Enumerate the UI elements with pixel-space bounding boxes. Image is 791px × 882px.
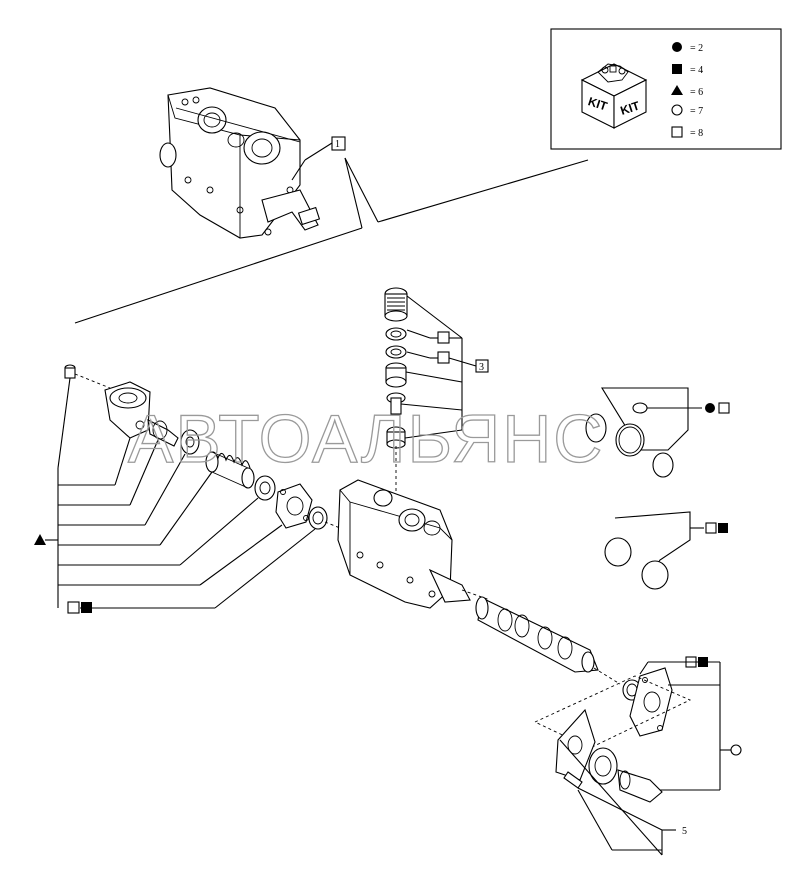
valve-stack xyxy=(384,287,408,540)
filled-square-icon xyxy=(718,523,728,533)
open-square-icon xyxy=(437,351,450,364)
valve-section-body xyxy=(337,479,471,609)
middle-seal-group xyxy=(604,511,728,590)
open-square-icon xyxy=(705,522,717,534)
separator-line-left xyxy=(74,227,363,324)
left-bracket xyxy=(34,377,316,614)
callout-label-3: 3 xyxy=(479,362,484,373)
filled-circle-icon xyxy=(705,403,715,413)
kit-label-right: KIT xyxy=(619,98,642,117)
legend-box: KIT KIT = 2 = 4 = 6 = 7 = 8 xyxy=(550,28,782,150)
spool xyxy=(461,589,621,685)
legend-open-square-icon xyxy=(671,126,683,138)
assembled-valve-body xyxy=(159,87,321,239)
open-square-icon xyxy=(685,656,697,668)
triangle-marker-icon xyxy=(34,534,46,545)
legend-filled-square-icon xyxy=(672,64,682,74)
open-square-icon xyxy=(718,402,730,414)
legend-filled-circle-icon xyxy=(672,42,682,52)
callout-3: 3 xyxy=(400,295,489,439)
open-circle-icon xyxy=(730,744,742,756)
separator-line-right xyxy=(377,159,589,223)
callout-label-1: 1 xyxy=(335,139,340,150)
detent-callouts: 5 xyxy=(559,656,742,856)
detent-parts xyxy=(533,667,692,803)
legend-open-circle-icon xyxy=(671,104,683,116)
legend-label-8: = 8 xyxy=(690,128,703,139)
filled-square-icon xyxy=(698,657,708,667)
kit-label-left: KIT xyxy=(586,94,609,113)
watermark-text: АВТОАЛЬЯНС xyxy=(128,401,604,477)
legend-label-4: = 4 xyxy=(690,65,703,76)
callout-1: 1 xyxy=(291,136,379,229)
upper-seal-group xyxy=(585,387,730,478)
legend-filled-triangle-icon xyxy=(671,85,683,95)
kit-box-icon: KIT KIT xyxy=(580,63,648,129)
legend-label-7: = 7 xyxy=(690,106,703,117)
filled-square-icon xyxy=(81,602,92,613)
legend-label-2: = 2 xyxy=(690,43,703,54)
open-square-icon xyxy=(437,331,450,344)
legend-label-6: = 6 xyxy=(690,87,703,98)
callout-label-5: 5 xyxy=(682,826,687,837)
open-square-icon xyxy=(67,601,80,614)
left-cap-parts xyxy=(64,364,341,530)
